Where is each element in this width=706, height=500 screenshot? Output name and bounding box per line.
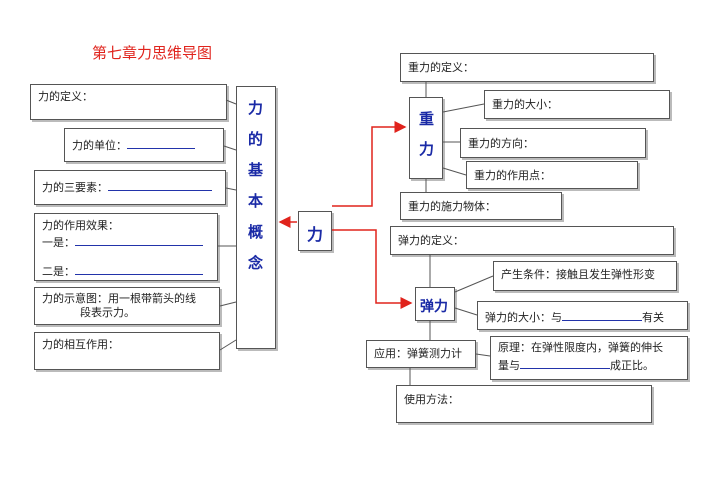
three-elements-blank — [108, 179, 212, 191]
callout-gravity-source: 重力的施力物体： — [400, 192, 562, 220]
callout-elastic-principle: 原理：在弹性限度内，弹簧的伸长 量与 成正比。 — [490, 336, 688, 380]
concept-column: 力 的 基 本 概 念 — [236, 86, 276, 349]
force-unit-blank — [127, 137, 195, 149]
gravity-source-label: 重力的施力物体： — [408, 200, 496, 213]
callout-elastic-condition: 产生条件：接触且发生弹性形变 — [493, 261, 677, 291]
three-elements-label: 力的三要素： — [42, 181, 108, 194]
mutual-action-label: 力的相互作用： — [42, 338, 119, 351]
callout-force-diagram: 力的示意图：用一根带箭头的线 段表示力。 — [34, 287, 220, 325]
callout-gravity-direction: 重力的方向： — [460, 128, 646, 158]
effect-one-label: 一是： — [42, 236, 75, 249]
arrow-to-gravity — [332, 121, 407, 207]
elastic-condition-label: 产生条件：接触且发生弹性形变 — [501, 268, 655, 281]
diagram-title: 第七章力思维导图 — [92, 44, 213, 62]
concept-char-3: 基 — [248, 161, 264, 179]
force-unit-label: 力的单位： — [72, 139, 127, 152]
concept-char-4: 本 — [248, 192, 264, 210]
gravity-magnitude-label: 重力的大小： — [492, 98, 558, 111]
center-node-force: 力 — [298, 211, 332, 251]
effect-two-blank — [75, 263, 203, 275]
elastic-definition-label: 弹力的定义： — [398, 234, 464, 247]
gravity-node-char-1: 重 — [419, 110, 435, 128]
callout-gravity-magnitude: 重力的大小： — [484, 90, 670, 119]
elastic-magnitude-suffix: 有关 — [642, 311, 664, 324]
callout-gravity-point: 重力的作用点： — [466, 161, 638, 189]
elastic-magnitude-blank — [562, 309, 642, 321]
elastic-principle-blank — [520, 357, 610, 369]
elastic-principle-line1: 原理：在弹性限度内，弹簧的伸长 — [498, 341, 663, 354]
callout-force-definition: 力的定义： — [30, 84, 227, 120]
force-definition-label: 力的定义： — [38, 90, 93, 103]
concept-char-5: 概 — [248, 223, 264, 241]
callout-elastic-magnitude: 弹力的大小：与 有关 — [477, 301, 688, 330]
elastic-node-label: 弹力 — [420, 299, 448, 315]
elastic-principle-suffix: 成正比。 — [610, 359, 654, 372]
callout-mutual-action: 力的相互作用： — [34, 332, 220, 370]
effect-two-label: 二是： — [42, 265, 75, 278]
callout-gravity-definition: 重力的定义： — [400, 53, 654, 82]
callout-force-unit: 力的单位： — [64, 128, 224, 162]
elastic-usage-label: 使用方法： — [404, 393, 459, 406]
elastic-node: 弹力 — [415, 287, 455, 321]
effect-one-blank — [75, 234, 203, 246]
gravity-point-label: 重力的作用点： — [474, 169, 551, 182]
center-node-label: 力 — [307, 225, 324, 244]
force-diagram-line2: 段表示力。 — [80, 306, 135, 319]
force-effect-title: 力的作用效果： — [42, 219, 119, 232]
callout-elastic-definition: 弹力的定义： — [390, 226, 674, 255]
gravity-direction-label: 重力的方向： — [468, 137, 534, 150]
gravity-definition-label: 重力的定义： — [408, 61, 474, 74]
callout-elastic-usage: 使用方法： — [396, 385, 652, 423]
elastic-magnitude-prefix: 弹力的大小：与 — [485, 311, 562, 324]
concept-char-1: 力 — [248, 99, 264, 117]
elastic-principle-prefix: 量与 — [498, 359, 520, 372]
force-diagram-line1: 力的示意图：用一根带箭头的线 — [42, 292, 196, 305]
concept-char-2: 的 — [248, 130, 264, 148]
callout-force-effect: 力的作用效果： 一是： 二是： — [34, 213, 218, 281]
gravity-node-char-2: 力 — [419, 140, 435, 158]
concept-char-6: 念 — [248, 254, 264, 272]
elastic-application-label: 应用：弹簧测力计 — [374, 347, 462, 360]
callout-elastic-application: 应用：弹簧测力计 — [366, 340, 476, 368]
callout-three-elements: 力的三要素： — [34, 170, 226, 205]
gravity-node: 重 力 — [409, 97, 443, 179]
